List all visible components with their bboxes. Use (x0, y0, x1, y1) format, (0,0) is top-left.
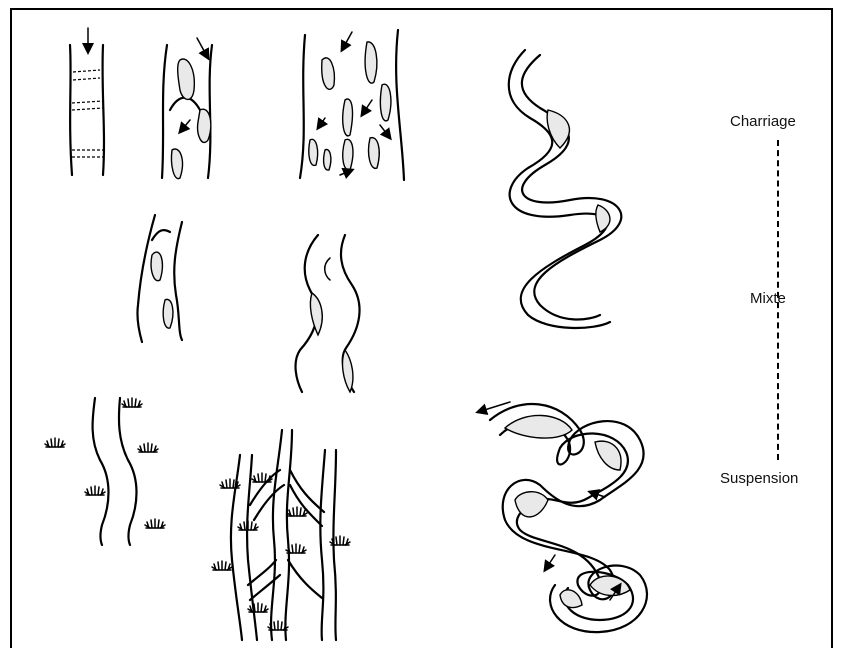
vegetation-icon (212, 561, 232, 570)
vegetation-icon (248, 603, 268, 612)
vegetation-icon (122, 398, 142, 407)
sinuous-channel (296, 235, 360, 392)
braided-channel-small (162, 38, 212, 179)
vegetated-single-channel (45, 398, 165, 545)
tortuous-meander (478, 402, 647, 632)
vegetation-icon (85, 486, 105, 495)
anabranching-channel (137, 215, 182, 342)
meandering-channel (509, 50, 622, 328)
braided-channel-wide (300, 30, 404, 180)
vegetation-icon (145, 519, 165, 528)
vegetation-icon (138, 443, 158, 452)
label-suspension: Suspension (720, 470, 798, 487)
label-mixte: Mixte (750, 290, 786, 307)
vegetation-icon (45, 438, 65, 447)
straight-channel (70, 28, 104, 175)
label-charriage: Charriage (730, 113, 796, 130)
anastomosing-network (212, 430, 350, 640)
vegetation-icon (238, 521, 258, 530)
vegetation-icon (252, 473, 272, 482)
